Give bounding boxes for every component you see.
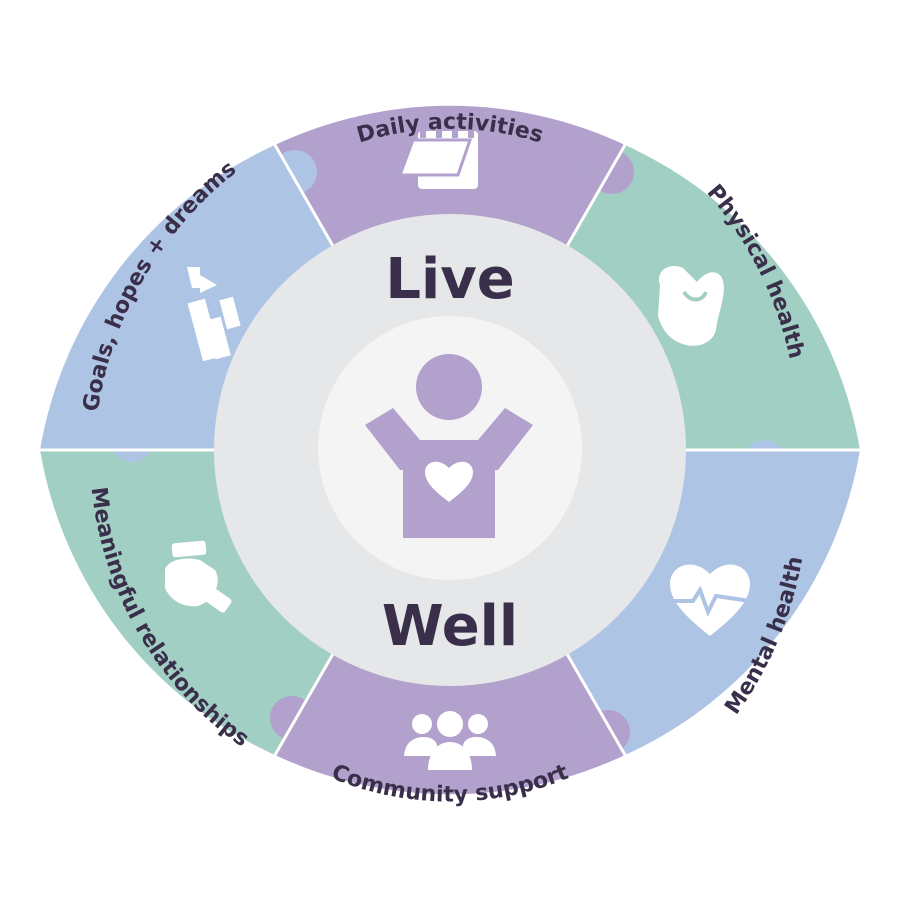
mountain-flag-icon: [187, 267, 241, 362]
center-title-live: Live: [385, 247, 514, 312]
person-heart-icon: [365, 354, 533, 538]
center-title-well: Well: [382, 594, 518, 659]
puzzle-knob: [590, 150, 634, 194]
handshake-icon: [165, 540, 232, 613]
puzzle-knob: [273, 150, 317, 194]
heartbeat-icon: [670, 564, 751, 636]
puzzle-knob: [586, 710, 630, 754]
puzzle-knob: [743, 440, 787, 484]
people-group-icon: [404, 711, 496, 770]
calendar-icon: [397, 124, 478, 189]
puzzle-knob: [110, 418, 154, 462]
flexed-arm-icon: [658, 265, 724, 346]
puzzle-knob: [270, 696, 314, 740]
